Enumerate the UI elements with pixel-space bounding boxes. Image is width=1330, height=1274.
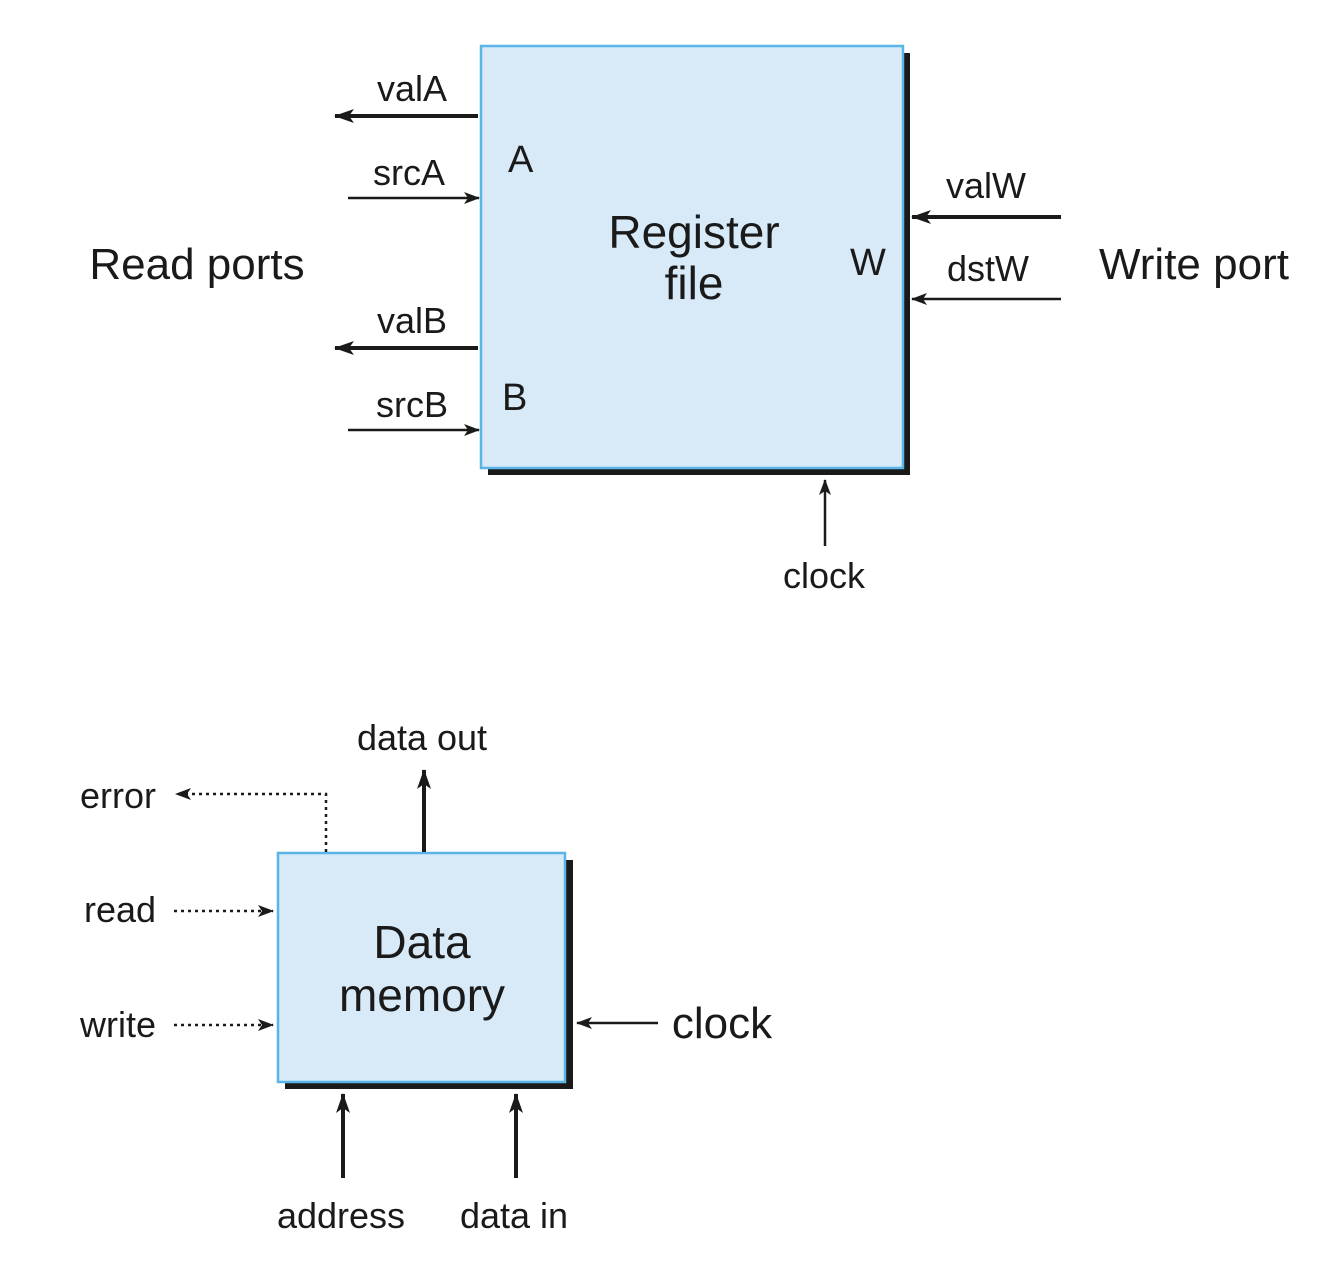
read-ports-label: Read ports xyxy=(89,240,304,289)
data-in-label: data in xyxy=(460,1195,568,1236)
valB-label: valB xyxy=(377,300,447,341)
error-label: error xyxy=(80,775,156,816)
write-label: write xyxy=(79,1004,156,1045)
register-file-block: Register file A B W xyxy=(479,44,910,475)
srcB-label: srcB xyxy=(376,384,448,425)
read-label: read xyxy=(84,889,156,930)
data-memory-box xyxy=(276,851,567,1084)
register-file-title-line1: Register xyxy=(608,206,779,258)
port-b-label: B xyxy=(502,377,527,419)
write-port-label: Write port xyxy=(1099,240,1289,289)
port-w-label: W xyxy=(850,242,886,284)
srcA-label: srcA xyxy=(373,152,445,193)
error-arrow xyxy=(175,788,328,852)
data-out-label: data out xyxy=(357,717,487,758)
memory-clock-label: clock xyxy=(672,999,773,1048)
register-clock-label: clock xyxy=(783,555,866,596)
data-memory-title-line1: Data xyxy=(373,916,471,968)
port-a-label: A xyxy=(508,139,534,181)
register-file-title-line2: file xyxy=(665,257,724,309)
valW-label: valW xyxy=(946,165,1026,206)
data-memory-title-line2: memory xyxy=(339,969,505,1021)
register-file-box xyxy=(479,44,905,470)
dstW-label: dstW xyxy=(947,248,1029,289)
address-label: address xyxy=(277,1195,405,1236)
valA-label: valA xyxy=(377,68,447,109)
data-memory-block: Data memory xyxy=(276,851,573,1089)
